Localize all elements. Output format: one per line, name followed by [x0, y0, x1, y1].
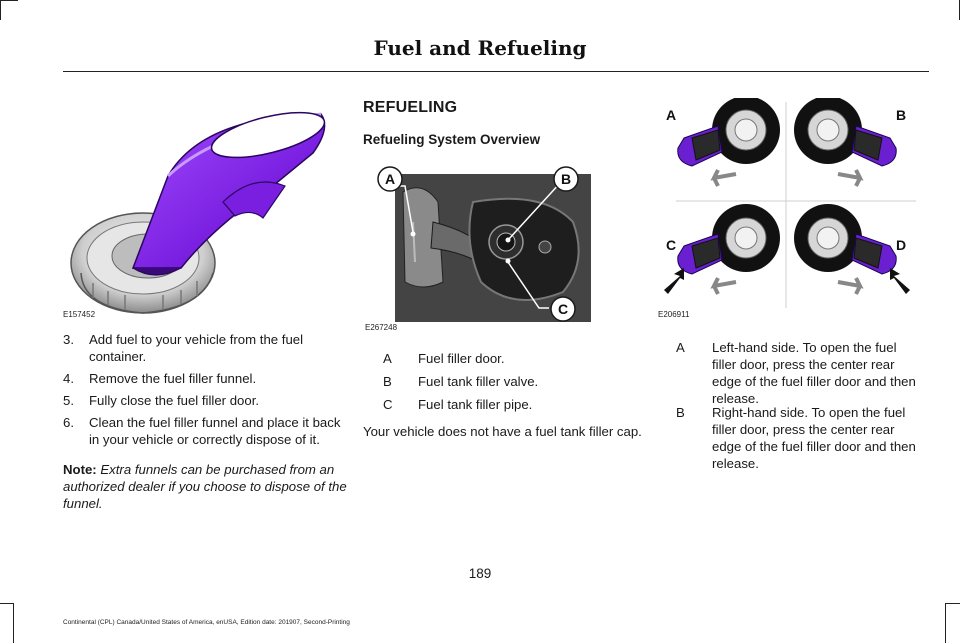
refueling-system-illustration: A B C E267248	[363, 162, 633, 332]
list-item: 5. Fully close the fuel filler door.	[63, 392, 348, 409]
legend-value: Left-hand side. To open the fuel filler …	[712, 340, 916, 406]
subsection-heading: Refueling System Overview	[363, 132, 541, 147]
list-item: 3. Add fuel to your vehicle from the fuel…	[63, 331, 348, 365]
footer-text: Continental (CPL) Canada/United States o…	[63, 619, 350, 626]
instruction-list: 3. Add fuel to your vehicle from the fuel…	[63, 331, 348, 453]
step-number: 5.	[63, 393, 74, 408]
figure-id: E206911	[658, 310, 690, 319]
section-heading: REFUELING	[363, 99, 458, 116]
step-text: Fully close the fuel filler door.	[89, 393, 260, 408]
callout-label: B	[561, 171, 571, 187]
body-paragraph: Your vehicle does not have a fuel tank f…	[363, 424, 642, 439]
crop-mark	[0, 603, 13, 604]
system-legend: A Fuel filler door. B Fuel tank filler v…	[383, 350, 643, 412]
step-text: Clean the fuel filler funnel and place i…	[89, 415, 341, 447]
legend-value: Fuel filler door.	[418, 351, 505, 366]
fuel-door-illustration: A B C D E206911	[658, 96, 928, 320]
legend-value: Fuel tank filler pipe.	[418, 397, 533, 412]
callout-label: B	[896, 107, 906, 123]
door-panel-d	[794, 204, 910, 295]
door-panel-c	[664, 204, 780, 295]
door-legend: A Left-hand side. To open the fuel fille…	[676, 339, 928, 472]
callout-c	[550, 296, 576, 322]
crop-mark	[946, 603, 960, 604]
step-number: 6.	[63, 415, 74, 430]
note-paragraph: Note: Extra funnels can be purchased fro…	[63, 461, 348, 512]
list-item: 4. Remove the fuel filler funnel.	[63, 370, 348, 387]
step-number: 4.	[63, 371, 74, 386]
crop-mark	[13, 603, 14, 643]
crop-mark	[0, 0, 1, 20]
funnel-illustration: E157452	[63, 98, 348, 320]
page-number: 189	[468, 566, 492, 581]
legend-value: Fuel tank filler valve.	[418, 374, 539, 389]
funnel-drawing	[70, 111, 326, 314]
legend-key: B	[383, 374, 392, 389]
figure-id: E267248	[365, 323, 398, 332]
note-text: Extra funnels can be purchased from an a…	[63, 462, 347, 511]
list-item: 6. Clean the fuel filler funnel and place…	[63, 414, 348, 448]
legend-key: B	[676, 405, 685, 420]
fuel-door-drawing: A B C D	[664, 96, 916, 308]
figure-id: E157452	[63, 310, 96, 319]
header-rule	[63, 71, 929, 72]
legend-row: B Right-hand side. To open the fuel fill…	[676, 404, 928, 472]
callout-label: D	[896, 237, 906, 253]
crop-mark	[945, 603, 946, 643]
callout-label: C	[558, 301, 568, 317]
crop-mark	[0, 0, 18, 1]
step-number: 3.	[63, 332, 74, 347]
legend-key: A	[676, 340, 685, 355]
callout-a	[377, 166, 403, 192]
door-panel-b	[794, 96, 897, 187]
callout-label: A	[385, 171, 395, 187]
callout-label: C	[666, 237, 676, 253]
refueling-system-drawing: A B C	[377, 166, 591, 322]
legend-key: C	[383, 397, 393, 412]
step-text: Add fuel to your vehicle from the fuel c…	[89, 332, 304, 364]
page-title: Fuel and Refueling	[373, 36, 587, 60]
step-text: Remove the fuel filler funnel.	[89, 371, 257, 386]
legend-row: A Left-hand side. To open the fuel fille…	[676, 339, 928, 407]
legend-value: Right-hand side. To open the fuel filler…	[712, 405, 916, 471]
door-panel-a	[677, 96, 780, 187]
callout-b	[553, 166, 579, 192]
note-label: Note:	[63, 462, 97, 477]
legend-key: A	[383, 351, 392, 366]
callout-label: A	[666, 107, 676, 123]
